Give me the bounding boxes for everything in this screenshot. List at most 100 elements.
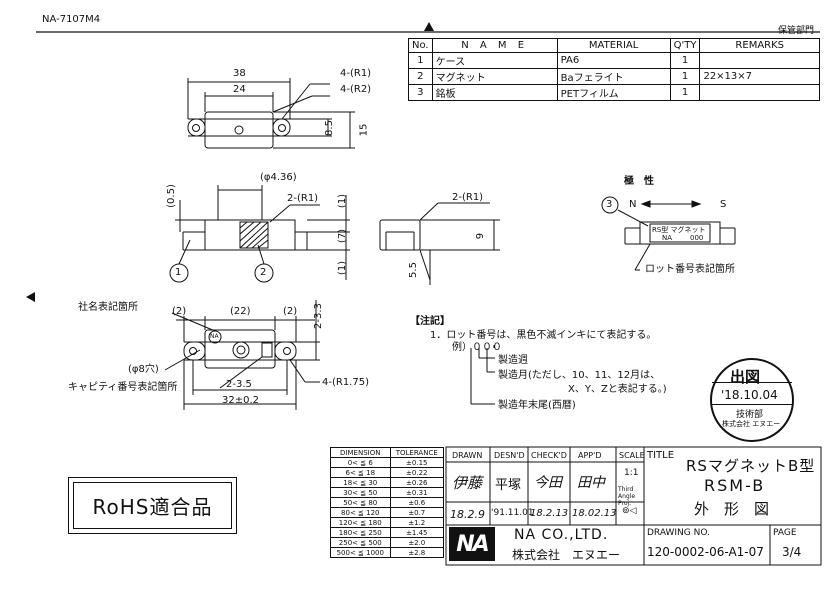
dim-bot-2a: (2) xyxy=(172,306,187,317)
dim-24: 24 xyxy=(233,84,246,95)
tol-dim: 80< ≦ 120 xyxy=(330,507,391,518)
cell-name: マグネット xyxy=(431,68,558,85)
dim-8-5: 8.5 xyxy=(323,120,335,136)
notes-line-1: 1．ロット番号は、黒色不滅インキにて表記する。 xyxy=(430,330,657,341)
table-row: 500< ≦ 1000±2.8 xyxy=(330,547,445,558)
table-row: 18< ≦ 30±0.26 xyxy=(330,477,445,488)
tb-desn-date: '91.11.01 xyxy=(491,508,534,518)
cell-remarks xyxy=(699,84,820,101)
table-row: 180< ≦ 250±1.45 xyxy=(330,527,445,538)
cell-qty: 1 xyxy=(669,52,701,69)
dim-side-2-r1: 2-(R1) xyxy=(287,193,319,204)
dim-0-5: (0.5) xyxy=(165,184,177,208)
tol-val: ±0.26 xyxy=(389,477,445,488)
tb-check-signature: 今田 xyxy=(534,475,562,491)
notes-item-week: 製造週 xyxy=(498,355,528,366)
plate-text-1: RS型 マグネット xyxy=(652,226,706,234)
table-row: 3 銘板 PETフィルム 1 xyxy=(408,84,820,101)
tol-val: ±0.31 xyxy=(389,487,445,498)
dim-bot-2-3-5: 2-3.5 xyxy=(226,379,252,390)
release-stamp: 出図 '18.10.04 技術部 株式会社 エヌエー xyxy=(710,358,794,442)
tol-val: ±1.2 xyxy=(389,517,445,528)
dim-4-r2: 4-(R2) xyxy=(340,84,372,95)
cell-no: 1 xyxy=(408,52,433,69)
tol-dim: 18< ≦ 30 xyxy=(330,477,391,488)
tb-desn-signature: 平塚 xyxy=(495,478,522,493)
notes-item-month: 製造月(ただし、10、11、12月は、 xyxy=(498,370,661,381)
tb-desn-header: DESN'D xyxy=(494,451,525,460)
plate-text-3: 000 xyxy=(690,234,704,242)
company-place-label: 社名表記箇所 xyxy=(78,302,138,313)
tb-title-line-1: RSマグネットB型 xyxy=(686,457,816,475)
tol-dim: 120< ≦ 180 xyxy=(330,517,391,528)
pole-n: N xyxy=(629,199,637,210)
cell-name: 銘板 xyxy=(431,84,558,101)
table-row: 250< ≦ 500±2.0 xyxy=(330,537,445,548)
balloon-3: 3 xyxy=(606,199,613,210)
storage-dept-label: 保管部門 xyxy=(778,26,815,36)
table-row: 2 マグネット Baフェライト 1 22×13×7 xyxy=(408,68,820,85)
table-row: 120< ≦ 180±1.2 xyxy=(330,517,445,528)
tol-dim: 30< ≦ 50 xyxy=(330,487,391,498)
stamp-title: 出図 xyxy=(730,368,761,386)
tolerance-table: DIMENSION TOLERANCE 0< ≦ 6±0.15 6< ≦ 18±… xyxy=(330,447,445,558)
notes-item-year: 製造年末尾(西暦) xyxy=(498,400,576,411)
dim-bot-4-r1-75: 4-(R1.75) xyxy=(322,377,369,388)
tol-val: ±0.15 xyxy=(389,457,445,468)
tol-val: ±0.6 xyxy=(389,497,445,508)
stamp-date: '18.10.04 xyxy=(721,388,778,402)
table-row: 1 ケース PA6 1 xyxy=(408,52,820,69)
dim-hex-hole: (φ8穴) xyxy=(128,364,159,375)
tb-page: 3/4 xyxy=(782,545,802,559)
tol-dim: 500< ≦ 1000 xyxy=(330,547,391,558)
col-no: No. xyxy=(408,38,433,53)
dim-phi-4-36: (φ4.36) xyxy=(260,172,297,183)
rohs-label: RoHS適合品 xyxy=(73,482,232,529)
tb-company-en: NA CO.,LTD. xyxy=(514,527,609,543)
pole-s: S xyxy=(720,199,727,210)
cell-remarks xyxy=(699,52,820,69)
cell-material: PA6 xyxy=(556,52,671,69)
tol-dim: 50< ≦ 80 xyxy=(330,497,391,508)
tol-header-dimension: DIMENSION xyxy=(330,447,391,458)
tb-drawn-header: DRAWN xyxy=(452,451,483,460)
col-material: MATERIAL xyxy=(556,38,671,53)
tol-val: ±0.7 xyxy=(389,507,445,518)
plate-text-2: NA xyxy=(662,234,673,242)
dim-side-7: (7) xyxy=(337,228,349,244)
dim-bot-2b: (2) xyxy=(283,306,298,317)
dim-38: 38 xyxy=(233,68,246,79)
col-qty: Q'TY xyxy=(669,38,701,53)
tb-projection: Third Angle Proj. xyxy=(618,486,636,507)
tol-val: ±0.22 xyxy=(389,467,445,478)
table-row: 80< ≦ 120±0.7 xyxy=(330,507,445,518)
tb-drawing-no: 120-0002-06-A1-07 xyxy=(647,545,764,559)
tb-drawing-no-header: DRAWING NO. xyxy=(647,528,710,538)
tol-dim: 6< ≦ 18 xyxy=(330,467,391,478)
notes-item-month-b: X、Y、Zと表記する。) xyxy=(568,384,667,395)
cell-remarks: 22×13×7 xyxy=(699,68,820,85)
dim-bot-2-3-3: 2-3.3 xyxy=(312,303,324,329)
col-name: N A M E xyxy=(431,38,558,53)
tol-val: ±2.0 xyxy=(389,537,445,548)
rohs-badge: RoHS適合品 xyxy=(68,477,237,534)
cell-no: 3 xyxy=(408,84,433,101)
table-row: 0< ≦ 6±0.15 xyxy=(330,457,445,468)
tb-drawn-signature: 伊藤 xyxy=(452,474,483,492)
tb-scale-value: 1:1 xyxy=(624,468,639,478)
tb-title-line-3: 外 形 図 xyxy=(694,500,770,518)
tol-header-tolerance: TOLERANCE xyxy=(389,447,445,458)
tb-app-signature: 田中 xyxy=(577,475,605,491)
tol-dim: 250< ≦ 500 xyxy=(330,537,391,548)
stamp-dept: 技術部 xyxy=(736,410,764,420)
cell-qty: 1 xyxy=(669,84,701,101)
capacity-place-label: キャピティ番号表記箇所 xyxy=(68,382,178,393)
dim-side-1a: (1) xyxy=(337,193,349,209)
dim-bot-22: (22) xyxy=(230,306,251,317)
tb-check-date: 18.2.13 xyxy=(530,508,569,519)
projection-symbol-icon: ⊚◁ xyxy=(622,506,637,516)
cell-qty: 1 xyxy=(669,68,701,85)
tol-dim: 180< ≦ 250 xyxy=(330,527,391,538)
tb-app-date: 18.02.13 xyxy=(572,508,617,519)
